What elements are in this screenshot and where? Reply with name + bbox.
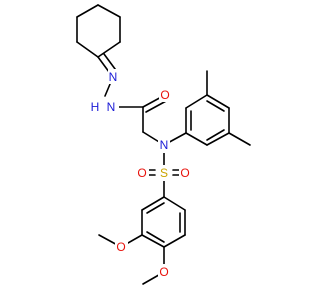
molecule-structure-diagram: N H N O N S O O O [76, 4, 251, 285]
bond-ring2-6-1 [163, 196, 186, 211]
atom-nh-amide: H N [89, 99, 119, 115]
atom-o-sulfonyl-right: O [179, 165, 192, 181]
atom-o-sulfonyl-right-bg [179, 165, 192, 181]
atom-o-methoxy-4-label: O [159, 265, 168, 279]
bond-methyl-lower [228, 132, 251, 146]
atom-o-methoxy-4: O [158, 264, 171, 280]
atom-s-sulfonyl-bg [158, 165, 170, 181]
bond-ring2-1-2-inner [146, 202, 165, 214]
atom-o-carbonyl: O [159, 87, 172, 102]
atom-n-sulfonamide-bg [158, 137, 170, 153]
atom-o-sulfonyl-left-label: O [137, 166, 146, 180]
atom-o-methoxy-3: O [115, 239, 128, 255]
atom-o-carbonyl-bg [159, 87, 172, 102]
atom-s-sulfonyl-label: S [160, 166, 168, 180]
bond-aryl-2-3 [185, 94, 208, 109]
bond-ring2-4-5 [163, 234, 186, 248]
atom-n-hydrazone: N [108, 69, 119, 84]
atom-s-sulfonyl: S [158, 165, 170, 181]
atom-o-methoxy-3-label: O [116, 240, 125, 254]
atom-o-sulfonyl-left-bg [136, 165, 149, 181]
atom-n-sulfonamide: N [158, 137, 170, 153]
bond-ring2-3-4 [141, 234, 165, 248]
bond-aryl-6-1 [185, 132, 208, 146]
atom-nh-amide-bg [89, 99, 119, 115]
atom-n-hydrazone-label: N [109, 70, 118, 84]
bond-ring2-1-2 [141, 196, 165, 211]
bond-ring-c6-c1 [97, 41, 121, 58]
atom-n-hydrazone-bg [108, 69, 119, 84]
atom-o-carbonyl-label: O [160, 88, 169, 102]
atom-o-methoxy-4-bg [158, 264, 171, 280]
atom-o-sulfonyl-right-label: O [180, 166, 189, 180]
bond-aryl-3-4-inner [206, 100, 225, 112]
bond-aryl-3-4 [206, 94, 230, 109]
atom-n-sulfonamide-label: N [160, 138, 169, 152]
bond-aryl-5-6-inner [206, 129, 225, 141]
bond-aryl-5-6 [206, 132, 230, 146]
bond-ring-c3-c4 [76, 4, 99, 18]
atom-n-amide-label: N [107, 100, 116, 114]
bond-ring2-3-4-inner [146, 231, 165, 243]
atom-label-layer: N H N O N S O O O [89, 69, 192, 280]
atom-o-methoxy-3-bg [115, 239, 128, 255]
bond-ring-c1-c2 [76, 41, 99, 58]
atom-h-amide-label: H [91, 100, 100, 114]
atom-o-sulfonyl-left: O [136, 165, 149, 181]
bond-ring-c4-c5 [97, 4, 121, 18]
